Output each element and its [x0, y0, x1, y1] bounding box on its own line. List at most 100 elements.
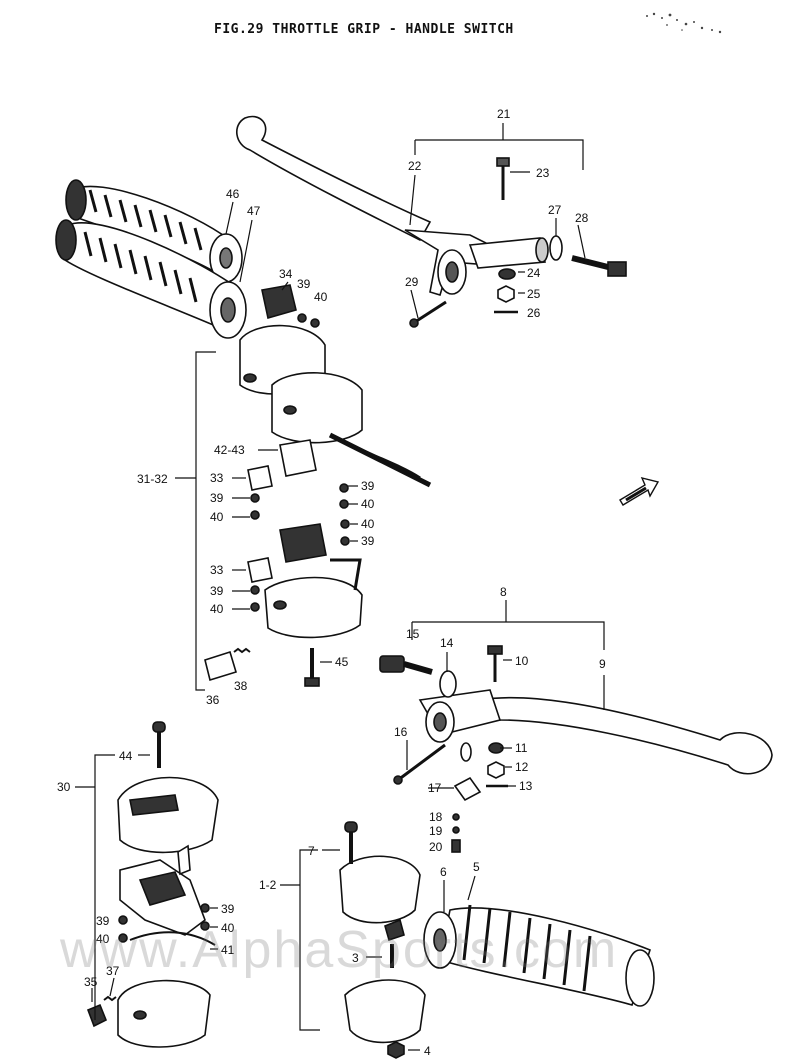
callout-41: 41	[221, 943, 235, 957]
callout-25: 25	[527, 287, 541, 301]
washer-14	[439, 670, 457, 698]
callout-17: 17	[428, 781, 442, 795]
callout-39g: 39	[96, 914, 110, 928]
washer-cap-16	[460, 742, 472, 762]
watermark: www.AlphaSports.com	[60, 921, 619, 979]
callout-3: 3	[352, 951, 359, 965]
callout-40c: 40	[361, 497, 375, 511]
callout-40g: 40	[96, 932, 110, 946]
callout-45: 45	[335, 655, 349, 669]
switch-cover-lower	[117, 979, 211, 1048]
callout-27: 27	[548, 203, 562, 217]
washer-27	[549, 235, 563, 261]
callout-16: 16	[394, 725, 408, 739]
clutch-lever-assembly	[236, 115, 549, 296]
spring-37	[103, 995, 117, 1002]
callout-1-2: 1-2	[259, 878, 277, 892]
throttle-grip-46	[65, 179, 243, 283]
callout-40e: 40	[210, 602, 224, 616]
switch-body	[119, 844, 206, 936]
callout-39b: 39	[210, 491, 224, 505]
part-36	[204, 650, 237, 682]
adjuster-15	[379, 655, 433, 675]
nut-25	[497, 285, 515, 303]
brake-lever-assembly	[393, 689, 773, 785]
callout-34: 34	[279, 267, 293, 281]
callout-9: 9	[599, 657, 606, 671]
callout-40f: 40	[221, 921, 235, 935]
switch-17	[453, 776, 482, 802]
callout-4: 4	[424, 1044, 431, 1058]
callout-33a: 33	[210, 471, 224, 485]
wire-41	[129, 931, 216, 946]
callout-21: 21	[497, 107, 511, 121]
callout-36: 36	[206, 693, 220, 707]
leader-lines	[75, 123, 605, 1051]
spring-38	[233, 647, 251, 654]
callout-39f: 39	[221, 902, 235, 916]
holder-lower-2	[344, 918, 426, 1044]
callout-39c: 39	[361, 479, 375, 493]
callout-39e: 39	[210, 584, 224, 598]
callout-8: 8	[500, 585, 507, 599]
switch-42-43	[279, 439, 317, 477]
callout-30: 30	[57, 780, 71, 794]
direction-arrow	[619, 476, 660, 506]
callout-39a: 39	[297, 277, 311, 291]
callout-39d: 39	[361, 534, 375, 548]
callout-19: 19	[429, 824, 443, 838]
callout-40d: 40	[361, 517, 375, 531]
adjuster-28	[571, 255, 627, 277]
callout-38: 38	[234, 679, 248, 693]
screw-29	[409, 300, 447, 328]
part-35	[86, 1003, 108, 1028]
switch-34	[261, 284, 297, 320]
callout-29: 29	[405, 275, 419, 289]
figure-title: FIG.29 THROTTLE GRIP - HANDLE SWITCH	[214, 22, 514, 37]
callout-47: 47	[247, 204, 261, 218]
switch-cover-upper	[117, 776, 219, 854]
callout-labels: 21 22 23 27 28 24 25 26 29 46 47 34 39 4…	[57, 107, 606, 1058]
callout-44: 44	[119, 749, 133, 763]
callout-15: 15	[406, 627, 420, 641]
callout-12: 12	[515, 760, 529, 774]
callout-18: 18	[429, 810, 443, 824]
callout-28: 28	[575, 211, 589, 225]
callout-13: 13	[519, 779, 533, 793]
screw-7	[344, 821, 358, 864]
nut-12	[487, 761, 505, 779]
throttle-grip-5	[439, 904, 655, 1007]
callout-14: 14	[440, 636, 454, 650]
bolt-10	[487, 645, 503, 682]
button-33b	[247, 557, 273, 583]
holder-upper-1	[339, 855, 421, 924]
callout-10: 10	[515, 654, 529, 668]
screws-18-20	[451, 813, 461, 853]
callout-42-43: 42-43	[214, 443, 245, 457]
callout-7: 7	[308, 844, 315, 858]
callout-35: 35	[84, 975, 98, 989]
nut-24	[498, 268, 516, 280]
bolt-23	[496, 157, 510, 200]
nut-4	[387, 1041, 405, 1059]
scan-speckle	[646, 12, 722, 34]
callout-11: 11	[515, 741, 528, 755]
throttle-grip-47	[55, 219, 247, 339]
callout-22: 22	[408, 159, 422, 173]
small-fasteners	[118, 313, 350, 943]
callout-40b: 40	[210, 510, 224, 524]
screw-44	[152, 721, 166, 768]
callout-5: 5	[473, 860, 480, 874]
callout-33b: 33	[210, 563, 224, 577]
callout-23: 23	[536, 166, 550, 180]
callout-46: 46	[226, 187, 240, 201]
callout-26: 26	[527, 306, 541, 320]
grip-sleeve-6	[423, 911, 457, 969]
screw-45	[304, 648, 320, 687]
switch-housing-lower	[264, 523, 363, 639]
callout-24: 24	[527, 266, 541, 280]
button-33a	[247, 465, 273, 491]
switch-housing-upper	[239, 324, 432, 488]
